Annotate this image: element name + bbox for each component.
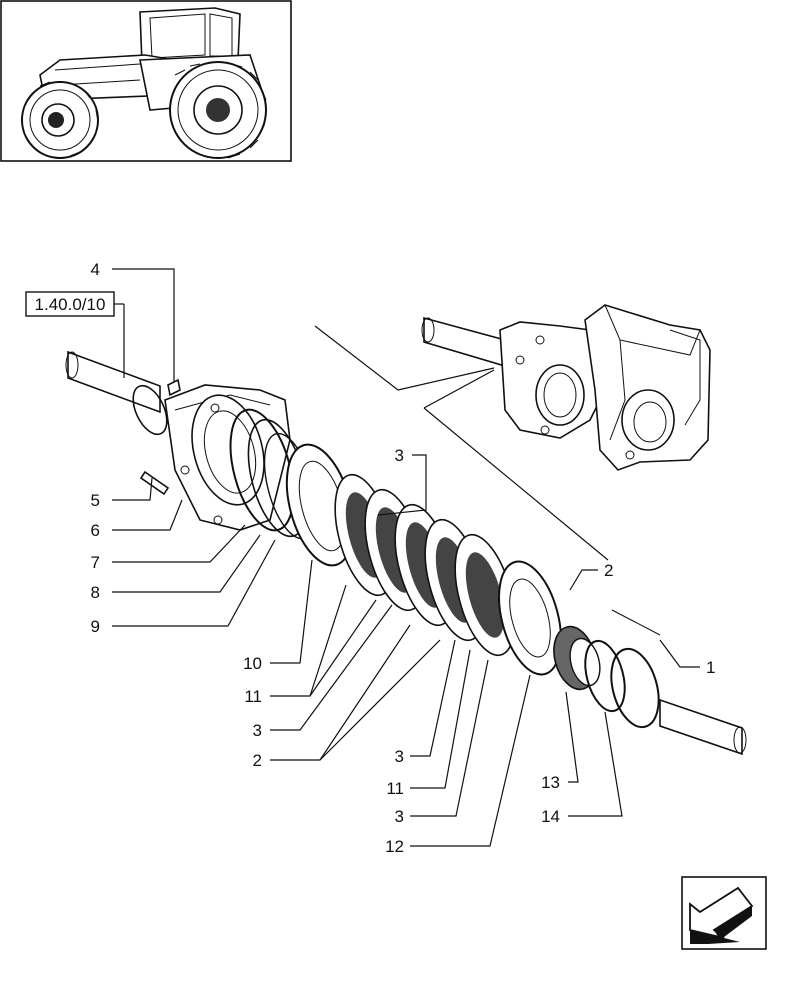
- callout-11: 11: [244, 687, 262, 706]
- callout-3: 3: [395, 446, 404, 465]
- disc-pack: [334, 473, 562, 676]
- callout-labels: 4 5 6 7 8 9 10 11 3 2 3 11 3 12 13 14 1 …: [91, 260, 716, 856]
- reference-label: 1.40.0/10: [35, 295, 106, 314]
- callout-2: 2: [604, 561, 613, 580]
- callout-7: 7: [91, 553, 100, 572]
- callout-3: 3: [253, 721, 262, 740]
- callout-8: 8: [91, 583, 100, 602]
- callout-12: 12: [385, 837, 404, 856]
- tractor-thumbnail: [0, 0, 292, 162]
- tractor-icon: [21, 7, 267, 159]
- axle-housing: [421, 304, 711, 471]
- exploded-assembly: [65, 350, 747, 756]
- callout-6: 6: [91, 521, 100, 540]
- callout-4: 4: [91, 260, 100, 279]
- callout-3: 3: [395, 807, 404, 826]
- callout-9: 9: [91, 617, 100, 636]
- nav-arrow-button[interactable]: [681, 876, 767, 950]
- callout-14: 14: [541, 807, 560, 826]
- arrow-down-left-icon: [689, 886, 754, 944]
- reference-box[interactable]: 1.40.0/10: [25, 291, 115, 317]
- callout-5: 5: [91, 491, 100, 510]
- callout-1: 1: [706, 658, 715, 677]
- section-pointer-lines: [314, 325, 609, 561]
- callout-13: 13: [541, 773, 560, 792]
- callout-2: 2: [253, 751, 262, 770]
- leader-lines: [112, 268, 700, 847]
- callout-3: 3: [395, 747, 404, 766]
- callout-11: 11: [386, 779, 404, 798]
- callout-10: 10: [243, 654, 262, 673]
